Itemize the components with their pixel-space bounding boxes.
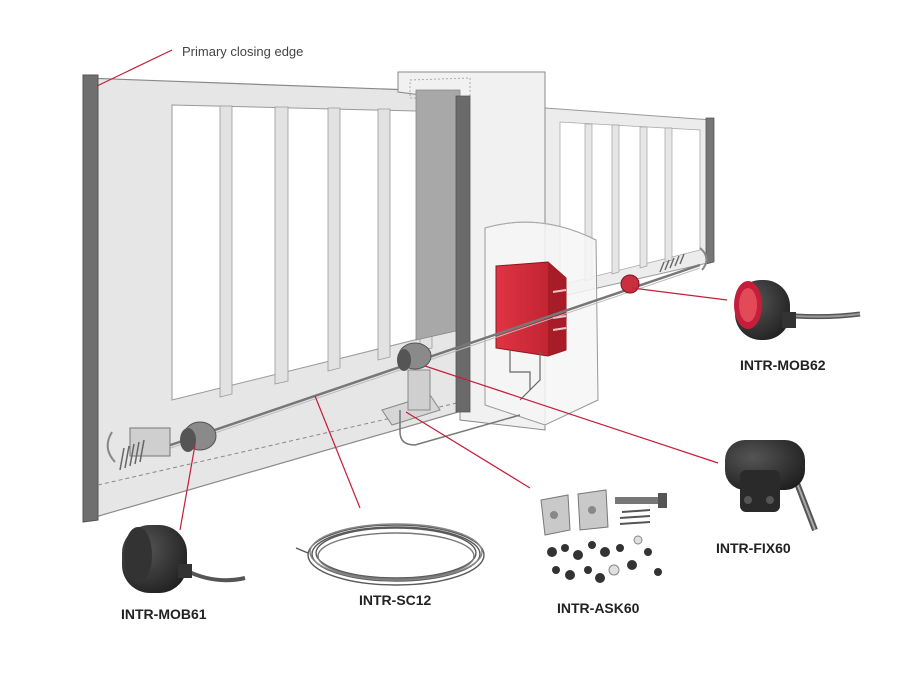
leader-lines xyxy=(96,49,728,531)
part-label-fix60: INTR-FIX60 xyxy=(716,540,791,556)
fix60-sensor-image xyxy=(725,440,818,532)
ask60-hardware-kit-image xyxy=(540,489,667,583)
control-box xyxy=(495,261,567,401)
gate-panel xyxy=(82,74,471,523)
mob62-sensor-image xyxy=(734,280,861,340)
part-label-mob62: INTR-MOB62 xyxy=(740,357,826,373)
part-label-mob61: INTR-MOB61 xyxy=(121,606,207,622)
sc12-cable-coil-image xyxy=(295,523,485,586)
mob61-sensor-image xyxy=(122,525,246,593)
part-label-sc12: INTR-SC12 xyxy=(359,592,432,608)
mid-anchor-assembly xyxy=(381,342,521,446)
part-label-ask60: INTR-ASK60 xyxy=(557,600,640,616)
left-bracket-assembly xyxy=(106,421,217,471)
primary-closing-edge-callout: Primary closing edge xyxy=(182,44,304,59)
